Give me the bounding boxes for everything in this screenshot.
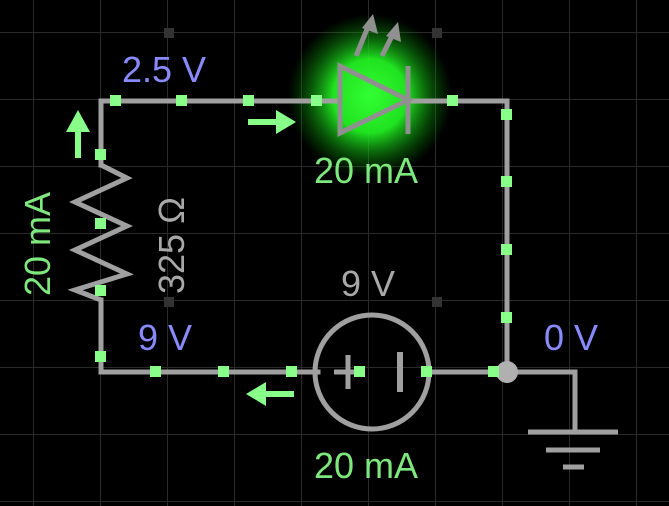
current-dot [110, 95, 121, 106]
current-arrows [66, 110, 296, 406]
current-dot [243, 95, 254, 106]
wires[interactable] [98, 98, 578, 435]
current-dot [501, 176, 512, 187]
battery-current-label: 20 mA [314, 445, 418, 486]
current-dot [354, 366, 365, 377]
current-dot [218, 366, 229, 377]
arrow-left-icon [246, 382, 294, 406]
current-dot [176, 95, 187, 106]
resistor-component[interactable] [67, 162, 134, 303]
ground-icon[interactable] [528, 429, 618, 470]
current-dot [286, 366, 297, 377]
battery-component[interactable] [312, 312, 432, 432]
arrow-up-icon [66, 110, 90, 158]
current-dot [95, 149, 106, 160]
current-dot [150, 366, 161, 377]
current-dot [95, 285, 106, 296]
resistor-value-label: 325 Ω [151, 197, 192, 294]
resistor-zigzag [67, 162, 134, 303]
led-glow [288, 14, 452, 178]
led-current-label: 20 mA [314, 150, 418, 191]
current-dot [501, 109, 512, 120]
current-dot [501, 244, 512, 255]
current-dot [95, 218, 106, 229]
resistor-current-label: 20 mA [17, 192, 58, 296]
current-dot [447, 95, 458, 106]
current-dot [311, 95, 322, 106]
battery-circle [312, 312, 432, 432]
wire-top-right [405, 98, 510, 375]
node-voltage-bottom-left: 9 V [138, 317, 192, 358]
wire-bottom-right [423, 369, 578, 435]
current-flow-dots [95, 95, 512, 377]
current-dot [95, 351, 106, 362]
junction-node[interactable] [496, 361, 518, 383]
current-dot [488, 366, 499, 377]
led-triangle [337, 61, 414, 137]
led-component[interactable] [337, 14, 414, 137]
grid-markers [164, 28, 442, 307]
current-dot [421, 366, 432, 377]
node-voltage-ground: 0 V [544, 317, 598, 358]
arrow-right-icon [248, 110, 296, 134]
battery-voltage-label: 9 V [341, 263, 395, 304]
node-voltage-top-left: 2.5 V [122, 49, 206, 90]
current-dot [501, 312, 512, 323]
